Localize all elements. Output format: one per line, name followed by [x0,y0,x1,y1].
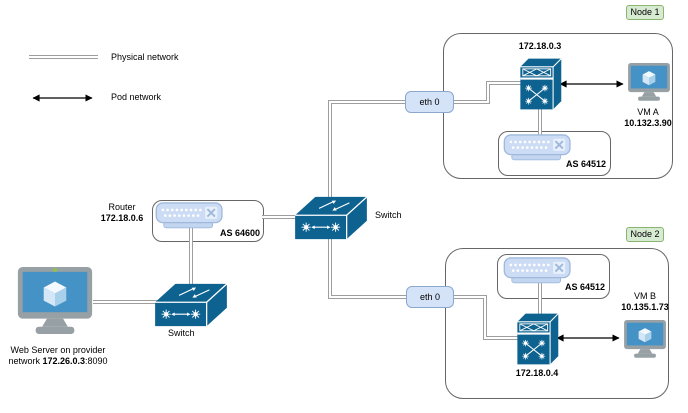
provider-router-label: Router 172.18.0.6 [80,202,164,224]
router-title: Router [108,202,136,212]
webserver-port: :8090 [85,356,108,366]
webserver-caption: Web Server on provider network 172.26.0.… [2,345,114,367]
webserver-caption-prefix: network [8,356,43,366]
vm-a-name: VM A [637,107,659,117]
node1-router-ip: 172.18.0.3 [518,41,562,51]
workgroup-switch-icon [154,282,228,328]
legend-pod-label: Pod network [111,92,162,102]
node2-router-ip: 172.18.0.4 [515,368,559,378]
central-switch-label: Switch [375,210,402,220]
workgroup-switch-icon [294,195,368,241]
legend-physical-label: Physical network [111,52,179,62]
eth0-badge-node1: eth 0 [405,91,454,113]
vm-a-ip: 10.132.3.90 [624,118,672,128]
webserver-caption-line1: Web Server on provider [10,345,106,355]
connector-centralswitch-eth0-node2 [328,229,519,340]
vm-monitor-icon [16,267,94,338]
multilayer-switch-icon [514,312,560,366]
router-ip: 172.18.0.6 [100,213,144,223]
vm-monitor-icon [623,320,667,360]
connector-centralswitch-eth0-node1 [328,81,521,206]
power-led-icon [53,268,57,272]
webserver-ip: 172.26.0.3 [42,356,86,366]
node1-as-label: AS 64512 [565,159,606,169]
edge-switch-label: Switch [168,328,195,338]
vm-b-ip: 10.135.1.73 [621,302,669,312]
eth0-badge-node2: eth 0 [406,286,454,308]
node2-as-label: AS 64512 [564,282,605,292]
node1-badge: Node 1 [626,5,664,20]
node2-badge: Node 2 [626,227,664,242]
multilayer-switch-icon [517,57,563,111]
vm-monitor-icon [627,63,671,103]
as64600-label: AS 64600 [219,228,260,238]
webserver-monitor [16,267,94,338]
vm-b-name: VM B [633,291,656,301]
